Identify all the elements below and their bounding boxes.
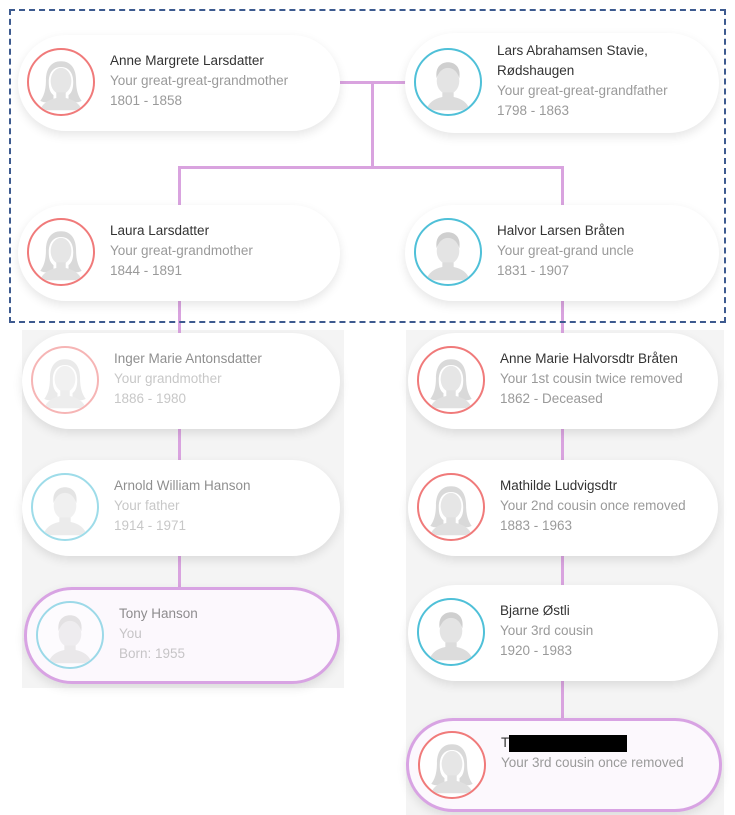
female-avatar-icon — [418, 731, 486, 799]
connector-sibling-bar — [178, 166, 564, 169]
person-name: Anne Margrete Larsdatter — [110, 53, 264, 68]
person-years: 1844 - 1891 — [110, 263, 183, 278]
person-years: 1801 - 1858 — [110, 93, 183, 108]
person-years: 1886 - 1980 — [114, 391, 187, 406]
connector-left-drop — [178, 166, 181, 206]
person-card-anne-marie[interactable]: Anne Marie Halvorsdtr Bråten Your 1st co… — [408, 333, 718, 429]
person-years: 1798 - 1863 — [497, 103, 570, 118]
person-name: T — [501, 733, 705, 753]
person-name: Mathilde Ludvigsdtr — [500, 478, 618, 493]
person-relation: Your great-grand uncle — [497, 243, 634, 258]
person-name: Inger Marie Antonsdatter — [114, 351, 262, 366]
person-card-redacted[interactable]: T Your 3rd cousin once removed — [406, 718, 722, 812]
person-relation: Your grandmother — [114, 371, 222, 386]
female-avatar-icon — [31, 346, 99, 414]
male-avatar-icon — [414, 218, 482, 286]
person-name-line2: Rødshaugen — [497, 63, 575, 78]
person-relation: You — [119, 626, 142, 641]
person-relation: Your 1st cousin twice removed — [500, 371, 683, 386]
person-years: Born: 1955 — [119, 646, 186, 661]
connector-couple-down — [371, 82, 374, 168]
person-years: 1883 - 1963 — [500, 518, 573, 533]
female-avatar-icon — [27, 218, 95, 286]
person-card-lars[interactable]: Lars Abrahamsen Stavie, Rødshaugen Your … — [405, 33, 719, 133]
person-years: 1862 - Deceased — [500, 391, 603, 406]
person-card-halvor[interactable]: Halvor Larsen Bråten Your great-grand un… — [405, 205, 719, 301]
person-name: Arnold William Hanson — [114, 478, 251, 493]
connector-left-trunk — [178, 300, 181, 600]
person-card-arnold[interactable]: Arnold William Hanson Your father 1914 -… — [22, 460, 340, 556]
person-card-inger[interactable]: Inger Marie Antonsdatter Your grandmothe… — [22, 333, 340, 429]
name-visible-prefix: T — [501, 735, 510, 750]
female-avatar-icon — [417, 473, 485, 541]
male-avatar-icon — [417, 598, 485, 666]
person-name: Tony Hanson — [119, 606, 198, 621]
connector-right-drop — [561, 166, 564, 206]
person-card-bjarne[interactable]: Bjarne Østli Your 3rd cousin 1920 - 1983 — [408, 585, 718, 681]
female-avatar-icon — [27, 48, 95, 116]
person-years: 1831 - 1907 — [497, 263, 570, 278]
male-avatar-icon — [31, 473, 99, 541]
male-avatar-icon — [36, 601, 104, 669]
person-relation: Your 3rd cousin — [500, 623, 594, 638]
person-card-laura[interactable]: Laura Larsdatter Your great-grandmother … — [18, 205, 340, 301]
person-years: 1914 - 1971 — [114, 518, 187, 533]
person-relation: Your great-grandmother — [110, 243, 253, 258]
female-avatar-icon — [417, 346, 485, 414]
person-name-line1: Lars Abrahamsen Stavie, — [497, 43, 648, 58]
person-relation: Your 2nd cousin once removed — [500, 498, 686, 513]
person-name: Bjarne Østli — [500, 603, 570, 618]
person-card-anne-margrete[interactable]: Anne Margrete Larsdatter Your great-grea… — [18, 35, 340, 131]
person-name: Anne Marie Halvorsdtr Bråten — [500, 351, 678, 366]
person-card-mathilde[interactable]: Mathilde Ludvigsdtr Your 2nd cousin once… — [408, 460, 718, 556]
person-card-tony-self[interactable]: Tony Hanson You Born: 1955 — [24, 587, 340, 684]
person-relation: Your great-great-grandmother — [110, 73, 289, 88]
person-relation: Your 3rd cousin once removed — [501, 755, 684, 770]
person-name: Laura Larsdatter — [110, 223, 210, 238]
person-name: Halvor Larsen Bråten — [497, 223, 625, 238]
person-years: 1920 - 1983 — [500, 643, 573, 658]
person-relation: Your father — [114, 498, 180, 513]
redaction-bar — [509, 734, 628, 752]
person-relation: Your great-great-grandfather — [497, 83, 668, 98]
male-avatar-icon — [414, 48, 482, 116]
